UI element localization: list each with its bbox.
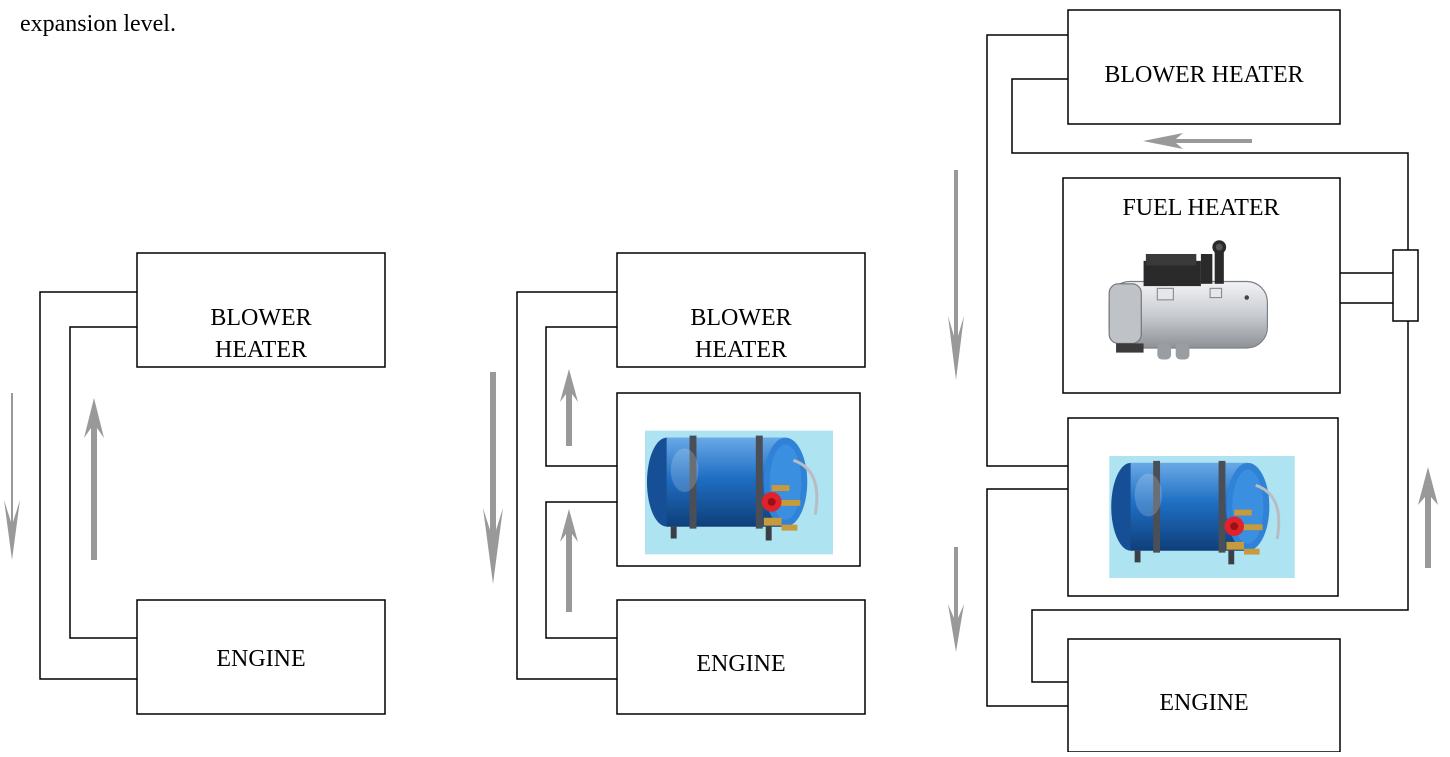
blower-heater-label: BLOWER HEATER — [1104, 62, 1303, 88]
engine-box — [1067, 638, 1341, 753]
engine-to-tank-pipe — [545, 501, 617, 639]
blower-heater-label-line2: HEATER — [215, 337, 307, 363]
blower-heater-box — [616, 252, 866, 368]
inner-pipe — [69, 326, 137, 639]
blower-heater-label-line1: BLOWER — [690, 305, 791, 331]
return-pipe — [1011, 78, 1409, 683]
engine-label: ENGINE — [216, 646, 305, 672]
blower-heater-box — [1067, 9, 1341, 125]
left-arrow — [1143, 133, 1252, 149]
down-arrow — [4, 393, 20, 560]
blower-heater-label-line2: HEATER — [695, 337, 787, 363]
tank-to-heater-pipe — [545, 326, 617, 467]
engine-box — [616, 599, 866, 715]
down-arrow-upper — [948, 170, 964, 380]
down-arrow — [483, 372, 503, 584]
engine-to-tank-pipe — [986, 488, 1068, 707]
engine-label: ENGINE — [1159, 690, 1248, 716]
outer-pipe — [516, 291, 617, 680]
valve-connector-box — [1392, 249, 1419, 322]
engine-box — [136, 599, 386, 715]
blower-heater-label-line1: BLOWER — [210, 305, 311, 331]
down-arrow-lower — [948, 547, 964, 652]
up-arrow — [84, 398, 104, 560]
tank-to-blower-pipe — [986, 34, 1068, 467]
engine-label: ENGINE — [696, 651, 785, 677]
diagram-3: BLOWER HEATER FUEL HEATER ENGINE — [948, 9, 1438, 753]
water-tank-image — [645, 430, 833, 555]
diagram-2: BLOWER HEATER ENGINE — [483, 252, 866, 715]
blower-heater-box — [136, 252, 386, 368]
up-arrow-upper — [560, 369, 578, 446]
outer-pipe — [39, 291, 137, 680]
fuel-heater-label: FUEL HEATER — [1122, 195, 1279, 221]
diagram-1: BLOWER HEATER ENGINE — [4, 252, 386, 715]
intro-text: expansion level. — [20, 11, 176, 37]
up-arrow — [1418, 467, 1438, 568]
up-arrow-lower — [560, 509, 578, 612]
water-tank-image — [1108, 456, 1296, 578]
